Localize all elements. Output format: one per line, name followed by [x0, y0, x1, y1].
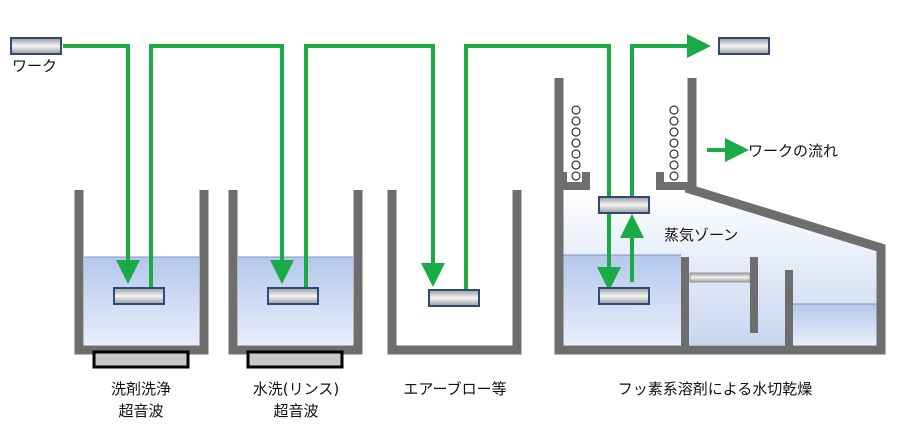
tank1-ultrasonic-unit [92, 350, 190, 369]
work-label: ワーク [12, 57, 58, 75]
stage2-label: 水洗(リンス) 超音波 [226, 380, 366, 420]
stage3-label: エアーブロー等 [403, 380, 507, 398]
work-piece-tank1 [113, 287, 165, 305]
work-piece-start [10, 37, 62, 55]
work-pieces [10, 37, 770, 307]
vapor-zone-label: 蒸気ゾーン [664, 226, 739, 244]
stage4-label: フッ素系溶剤による水切乾燥 [617, 380, 813, 398]
stage1-label: 洗剤洗浄 超音波 [81, 380, 201, 420]
stage2-label-line1: 水洗(リンス) [252, 380, 340, 398]
cooling-coil-left [571, 105, 581, 181]
work-piece-vapor [598, 196, 650, 214]
stage1-label-line2: 超音波 [118, 402, 164, 420]
cooling-coil-right [669, 105, 679, 181]
divider-wall-1 [681, 257, 689, 347]
tank2-ultrasonic-unit [246, 350, 344, 369]
tank-detergent [74, 190, 209, 369]
work-piece-end [718, 37, 770, 55]
work-piece-tank2 [267, 287, 319, 305]
stage2-label-line2: 超音波 [273, 402, 319, 420]
work-piece-tank3 [428, 289, 480, 307]
tank-rinse [228, 190, 363, 369]
solvent-liquid-right [787, 304, 877, 345]
divider-wall-3 [785, 270, 793, 348]
flow-legend-label: ワークの流れ [748, 142, 839, 160]
overflow-weir-plate [689, 272, 751, 283]
work-piece-solvent [598, 287, 650, 305]
stage1-label-line1: 洗剤洗浄 [110, 380, 171, 398]
divider-wall-2 [750, 257, 758, 333]
tank-air-blow [387, 190, 522, 355]
work-flow-path [63, 34, 749, 291]
